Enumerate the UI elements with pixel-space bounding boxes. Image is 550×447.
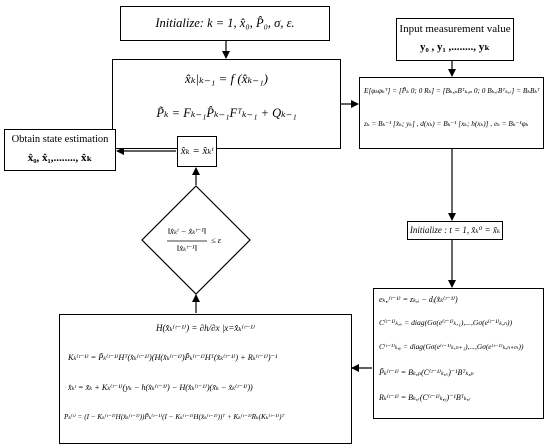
update-covariance-eq: Pₖ⁽ᵗ⁾ = (I − Kₖ⁽ᵗ⁻¹⁾H(x̂ₖ⁽ᵗ⁻¹⁾))P̃ₖ⁽ᵗ⁻¹⁾… bbox=[64, 413, 285, 421]
input-measurement-sequence: y₀ , y₁ ,........, yₖ bbox=[419, 41, 491, 53]
input-measurement-box: Input measurement value y₀ , y₁ ,.......… bbox=[396, 18, 514, 61]
init-iteration-box: Initialize : t = 1, x̂ₖ⁰ = x̃ₖ bbox=[407, 221, 503, 240]
update-jacobian-eq: H(x̂ₖ⁽ᵗ⁻¹⁾) = ∂h/∂x |x=x̂ₖ⁽ᵗ⁻¹⁾ bbox=[155, 323, 256, 333]
condition-denominator: ‖x̂ₖᵗ⁻¹‖ bbox=[176, 243, 198, 253]
weights-p-eq: P̃ₖ⁽ᵗ⁻¹⁾ = Bₖ,ₚ(C⁽ᵗ⁻¹⁾ₖ,ₓ)⁻¹Bᵀₖ,ₚ bbox=[379, 368, 474, 377]
state-update-box: x̂ₖ = x̂ₖᵗ bbox=[177, 136, 217, 167]
input-measurement-title: Input measurement value bbox=[399, 23, 511, 35]
update-box: H(x̂ₖ⁽ᵗ⁻¹⁾) = ∂h/∂x |x=x̂ₖ⁽ᵗ⁻¹⁾ Kₖ⁽ᵗ⁻¹⁾ … bbox=[59, 314, 352, 444]
update-state-eq: x̂ₖᵗ = x̃ₖ + Kₖ⁽ᵗ⁻¹⁾(yₖ − h(x̂ₖ⁽ᵗ⁻¹⁾) − … bbox=[68, 383, 253, 392]
decomposition-box: E[φₖφₖᵀ] = [P̃ₖ 0; 0 Rₖ] = [Bₖ,ₚBᵀₖ,ₚ 0;… bbox=[359, 77, 544, 149]
initialize-box: Initialize: k = 1, x̂₀, P̂₀, σ, ε. bbox=[120, 6, 330, 41]
weights-cx-eq: C⁽ᵗ⁻¹⁾ₖ,ₓ = diag(Gσ(e⁽ᵗ⁻¹⁾ₖ,₁),...,Gσ(e⁽… bbox=[379, 318, 513, 327]
update-gain-eq: Kₖ⁽ᵗ⁻¹⁾ = P̃ₖ⁽ᵗ⁻¹⁾Hᵀ(x̂ₖ⁽ᵗ⁻¹⁾)(H(x̂ₖ⁽ᵗ⁻¹… bbox=[68, 353, 278, 362]
weights-r-eq: Rₖ⁽ᵗ⁻¹⁾ = Bₖ,ᵣ(C⁽ᵗ⁻¹⁾ₖ,ᵧ)⁻¹Bᵀₖ,ᵣ bbox=[379, 393, 471, 402]
initialize-text: Initialize: k = 1, x̂₀, P̂₀, σ, ε. bbox=[155, 16, 295, 30]
prediction-box: x̂ₖ|ₖ₋₁ = f (x̂ₖ₋₁) P̃ₖ = Fₖ₋₁P̂ₖ₋₁Fᵀₖ₋₁… bbox=[112, 59, 341, 149]
condition-numerator: ‖x̂ₖᵗ − x̂ₖᵗ⁻¹‖ bbox=[167, 226, 207, 236]
weights-cy-eq: C⁽ᵗ⁻¹⁾ₖ,ᵧ = diag(Gσ(e⁽ᵗ⁻¹⁾ₖ,ₙ₊₁),...,Gσ(… bbox=[379, 342, 524, 351]
output-box: Obtain state estimation x̂₀, x̂₁,.......… bbox=[4, 129, 116, 171]
weights-box: eₖ,ᵢ⁽ᵗ⁻¹⁾ = zₖ,ᵢ − dᵢ(x̂ₖ⁽ᵗ⁻¹⁾) C⁽ᵗ⁻¹⁾ₖ,… bbox=[373, 288, 544, 419]
condition-relation: ≤ ε bbox=[211, 235, 222, 245]
weights-residual-eq: eₖ,ᵢ⁽ᵗ⁻¹⁾ = zₖ,ᵢ − dᵢ(x̂ₖ⁽ᵗ⁻¹⁾) bbox=[379, 295, 458, 304]
decomposition-transform-eq: zₖ = Bₖ⁻¹ [x̃ₖ; yₖ] , d(xₖ) = Bₖ⁻¹ [xₖ; … bbox=[364, 119, 529, 128]
convergence-diamond bbox=[141, 185, 251, 295]
decomposition-covariance-eq: E[φₖφₖᵀ] = [P̃ₖ 0; 0 Rₖ] = [Bₖ,ₚBᵀₖ,ₚ 0;… bbox=[364, 86, 540, 95]
prediction-state-eq: x̂ₖ|ₖ₋₁ = f (x̂ₖ₋₁) bbox=[185, 71, 268, 86]
state-update-text: x̂ₖ = x̂ₖᵗ bbox=[180, 145, 214, 157]
prediction-covariance-eq: P̃ₖ = Fₖ₋₁P̂ₖ₋₁Fᵀₖ₋₁ + Qₖ₋₁ bbox=[156, 106, 297, 120]
init-iteration-text: Initialize : t = 1, x̂ₖ⁰ = x̃ₖ bbox=[409, 225, 501, 235]
output-sequence: x̂₀, x̂₁,........, x̂ₖ bbox=[27, 152, 93, 164]
output-title: Obtain state estimation bbox=[11, 134, 109, 145]
